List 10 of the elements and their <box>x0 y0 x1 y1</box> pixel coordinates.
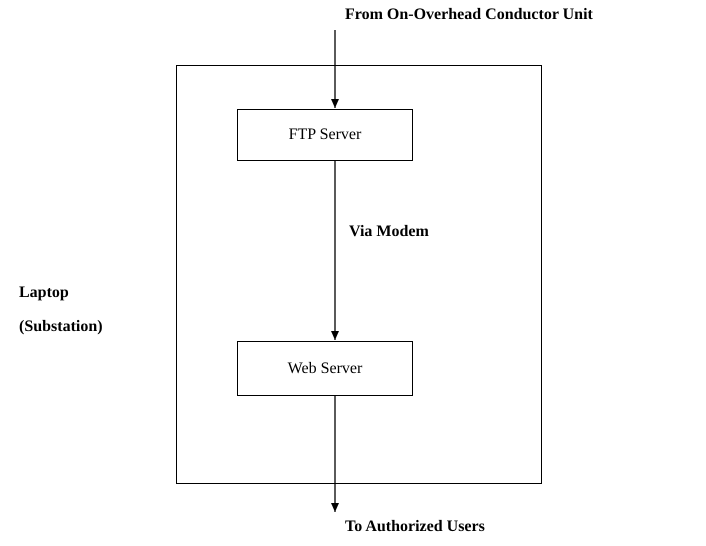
node-label: To Authorized Users <box>345 517 485 537</box>
process-box <box>237 341 413 396</box>
arrow <box>331 160 339 340</box>
process-box <box>237 109 413 161</box>
node-label: From On-Overhead Conductor Unit <box>345 5 593 25</box>
node-label: Web Server <box>288 358 362 378</box>
node-label: FTP Server <box>288 125 362 145</box>
arrow <box>331 30 339 108</box>
arrow <box>331 395 339 512</box>
node-label: Laptop (Substation) <box>19 283 104 337</box>
